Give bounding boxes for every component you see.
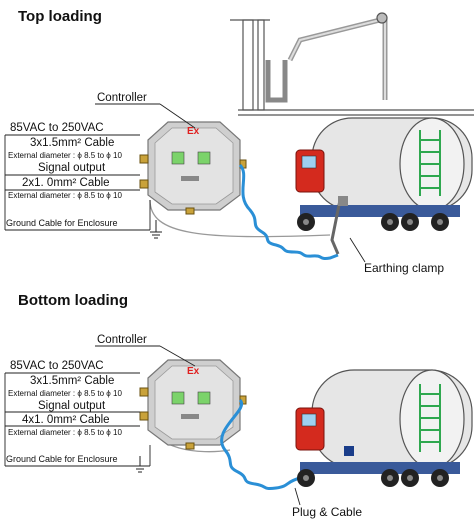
callout-lines-bottom <box>4 345 196 467</box>
cable-label-bottom: 3x1.5mm² Cable <box>30 375 115 387</box>
controller-label-bottom: Controller <box>97 334 147 346</box>
signal-output-bottom: Signal output <box>38 400 106 412</box>
callout-lines-top <box>4 103 196 231</box>
tanker-truck-bottom <box>295 369 473 487</box>
signal-output-top: Signal output <box>38 162 106 174</box>
earthing-clamp-label: Earthing clamp <box>364 261 445 275</box>
cable-diameter-bottom: External diameter : ϕ 8.5 to ϕ 10 <box>8 389 122 398</box>
voltage-label-top: 85VAC to 250VAC <box>10 122 104 134</box>
ground-symbol-bottom <box>134 456 146 473</box>
ex-mark-top: Ex <box>187 126 200 137</box>
signal-cable-top: 2x1. 0mm² Cable <box>22 177 110 189</box>
signal-cable-bottom: 4x1. 0mm² Cable <box>22 414 110 426</box>
tanker-truck-top <box>295 117 473 231</box>
plug-connector <box>344 446 354 456</box>
signal-diameter-top: External diameter : ϕ 8.5 to ϕ 10 <box>8 191 122 200</box>
top-loading-title: Top loading <box>18 8 102 25</box>
earthing-clamp <box>330 196 348 255</box>
cable-label-top: 3x1.5mm² Cable <box>30 137 115 149</box>
cable-diameter-top: External diameter : ϕ 8.5 to ϕ 10 <box>8 151 122 160</box>
loading-gantry <box>230 12 474 116</box>
ground-wire-top <box>149 199 331 238</box>
clamp-callout-line <box>349 237 366 263</box>
signal-diameter-bottom: External diameter : ϕ 8.5 to ϕ 10 <box>8 428 122 437</box>
bottom-loading-title: Bottom loading <box>18 292 128 309</box>
ex-mark-bottom: Ex <box>187 366 200 377</box>
controller-enclosure-top <box>139 121 247 215</box>
ground-label-top: Ground Cable for Enclosure <box>6 218 118 228</box>
controller-label-top: Controller <box>97 92 147 104</box>
plug-cable-label: Plug & Cable <box>292 505 363 519</box>
ground-label-bottom: Ground Cable for Enclosure <box>6 454 118 464</box>
plug-callout-line <box>294 487 301 506</box>
voltage-label-bottom: 85VAC to 250VAC <box>10 360 104 372</box>
coiled-cable-top <box>238 163 339 260</box>
ground-symbol-top <box>150 220 162 239</box>
controller-enclosure-bottom <box>139 359 247 450</box>
